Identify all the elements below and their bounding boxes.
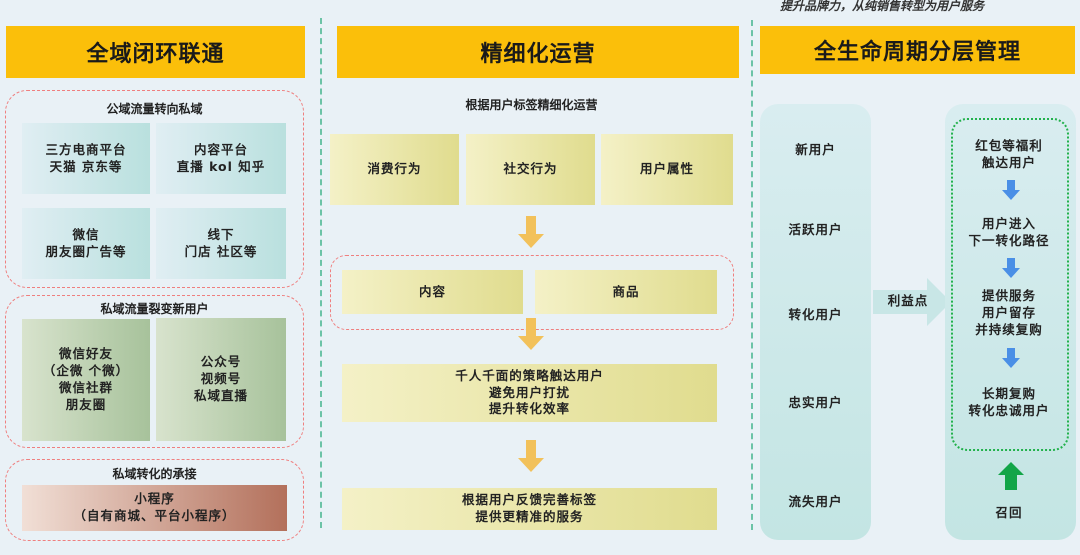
channel-box: 微信 朋友圈广告等 — [22, 208, 150, 279]
up-arrow-icon — [998, 462, 1024, 490]
col2-subtitle: 根据用户标签精细化运营 — [465, 98, 598, 112]
right-arrow-icon — [873, 278, 951, 326]
channel-box: 内容平台 直播 kol 知乎 — [156, 123, 286, 194]
journey-step: 长期复购 转化忠诚用户 — [968, 386, 1050, 418]
stage-label: 活跃用户 — [788, 222, 843, 237]
mini-program-box: 小程序 （自有商城、平台小程序） — [22, 485, 287, 531]
channel-box: 三方电商平台 天猫 京东等 — [22, 123, 150, 194]
down-arrow-icon — [1002, 258, 1020, 278]
stage-label: 新用户 — [795, 142, 836, 157]
group-title: 私域转化的承接 — [112, 467, 197, 481]
stage-label: 转化用户 — [788, 307, 843, 322]
divider — [320, 18, 322, 528]
strategy-box: 千人千面的策略触达用户 避免用户打扰 提升转化效率 — [342, 364, 717, 422]
stage-column — [760, 104, 871, 540]
content-box: 内容 — [342, 270, 523, 314]
stage-label: 忠实用户 — [788, 395, 843, 410]
group-conversion — [5, 459, 304, 541]
col2-header: 精细化运营 — [337, 26, 739, 78]
stage-label: 流失用户 — [788, 494, 843, 509]
journey-step: 提供服务 用户留存 并持续复购 — [975, 288, 1043, 337]
down-arrow-icon — [1002, 180, 1020, 200]
group-title: 公域流量转向私域 — [106, 102, 203, 116]
journey-step: 红包等福利 触达用户 — [975, 138, 1043, 170]
col3-header: 全生命周期分层管理 — [760, 26, 1075, 74]
channel-box: 微信好友 （企微 个微） 微信社群 朋友圈 — [22, 319, 150, 441]
down-arrow-icon — [518, 216, 544, 248]
tag-box: 用户属性 — [601, 134, 733, 205]
group-private-fission — [5, 295, 304, 448]
recall-label: 召回 — [995, 505, 1023, 520]
benefit-label: 利益点 — [887, 293, 929, 308]
tagline: 提升品牌力，从纯销售转型为用户服务 — [780, 0, 985, 13]
channel-box: 公众号 视频号 私域直播 — [156, 318, 286, 441]
group-title: 私域流量裂变新用户 — [100, 302, 209, 316]
down-arrow-icon — [1002, 348, 1020, 368]
feedback-box: 根据用户反馈完善标签 提供更精准的服务 — [342, 488, 717, 530]
journey-step: 用户进入 下一转化路径 — [968, 216, 1050, 248]
channel-box: 线下 门店 社区等 — [156, 208, 286, 279]
divider — [751, 20, 753, 530]
col1-header: 全域闭环联通 — [6, 26, 305, 78]
tag-box: 社交行为 — [466, 134, 595, 205]
down-arrow-icon — [518, 440, 544, 472]
group-public-to-private — [5, 90, 304, 288]
journey-group — [951, 118, 1069, 451]
down-arrow-icon — [518, 318, 544, 350]
product-box: 商品 — [535, 270, 717, 314]
tag-box: 消费行为 — [330, 134, 459, 205]
